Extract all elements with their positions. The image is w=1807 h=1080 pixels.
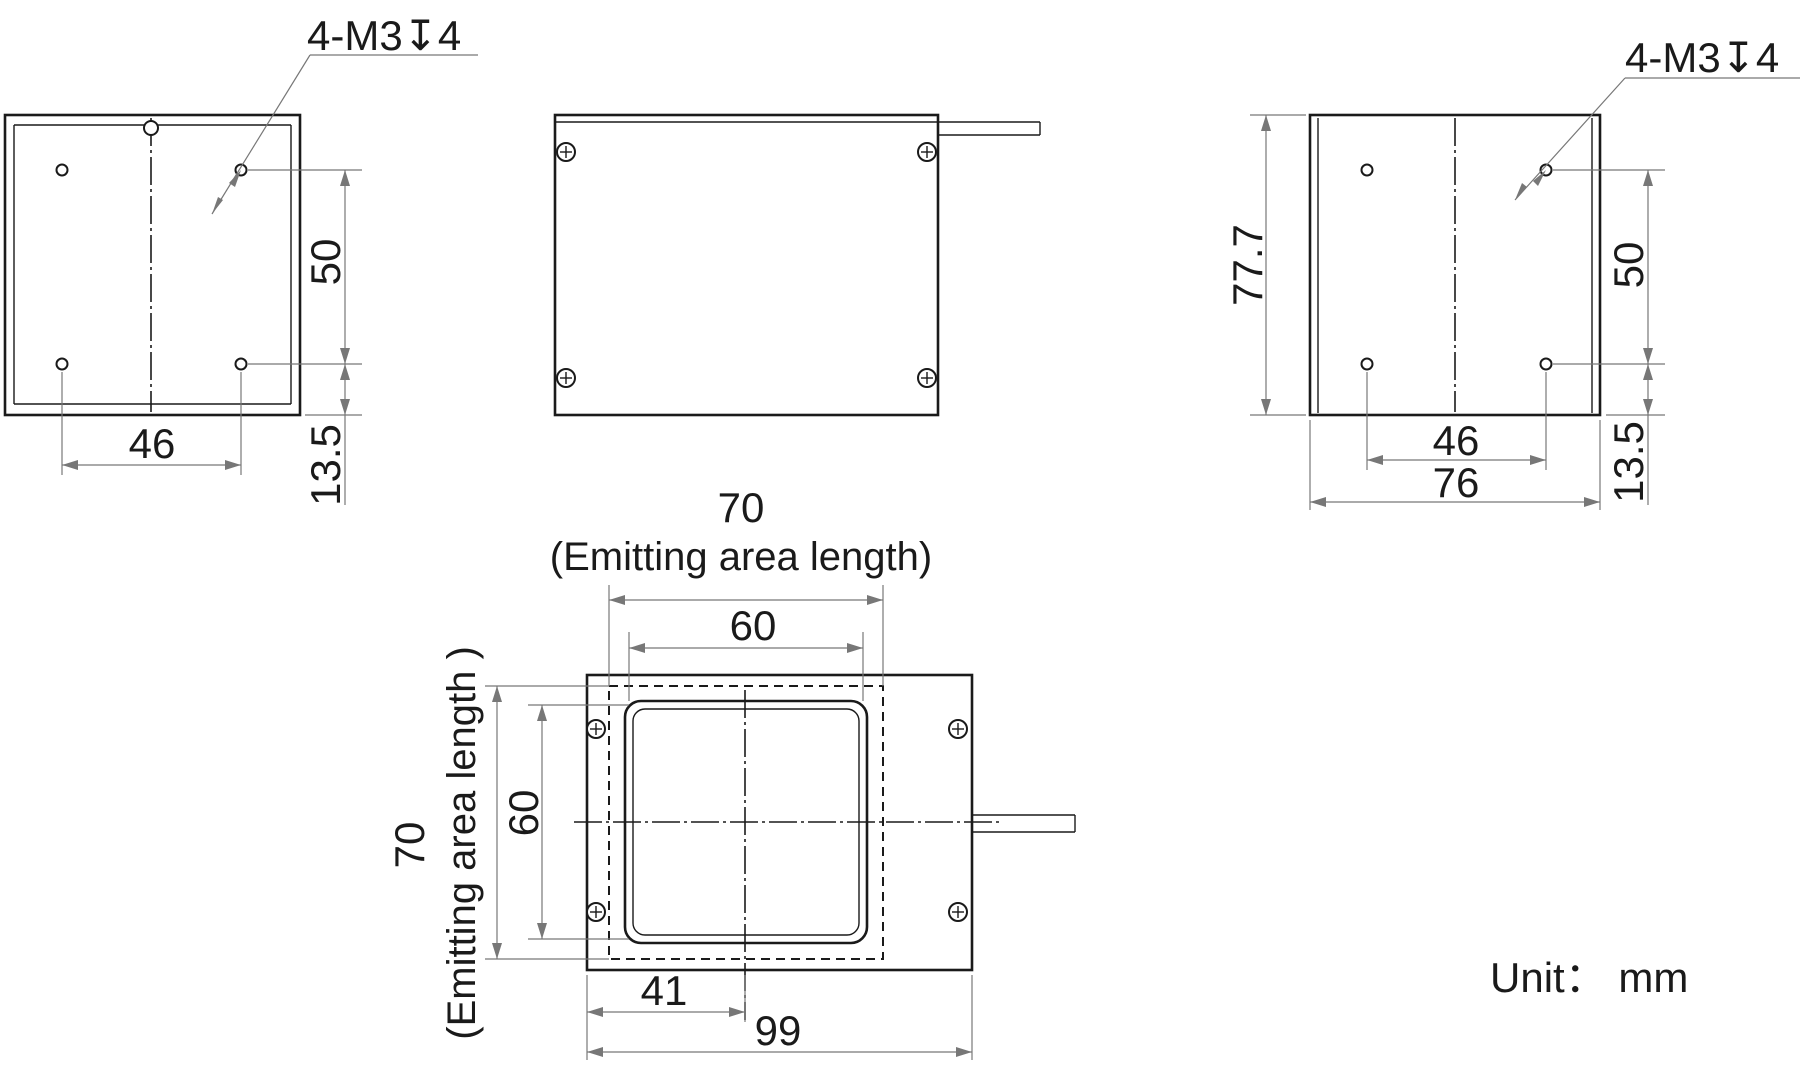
right-dim-46: 46 bbox=[1433, 417, 1480, 464]
left-thread-callout: 4-M3↧4 bbox=[307, 12, 461, 59]
unit-note: Unit： mm bbox=[1490, 954, 1688, 1001]
right-dim-77-7: 77.7 bbox=[1224, 224, 1271, 306]
left-thread-callout-leader bbox=[211, 54, 478, 215]
front-dim-70-top-caption: (Emitting area length) bbox=[550, 535, 932, 579]
front-view-screws bbox=[586, 719, 968, 922]
right-thread-callout: 4-M3↧4 bbox=[1625, 34, 1779, 81]
front-dim-top-70 bbox=[608, 585, 884, 686]
right-mount-hole bbox=[1360, 163, 1374, 177]
screw-icon bbox=[586, 719, 606, 739]
left-dim-50: 50 bbox=[302, 239, 349, 286]
screw-icon bbox=[917, 142, 937, 162]
screw-icon bbox=[948, 902, 968, 922]
front-view: 70 (Emitting area length) 60 70 (Emittin… bbox=[386, 484, 1076, 1060]
left-dim-vertical bbox=[248, 169, 362, 505]
left-dim-horizontal bbox=[61, 372, 242, 475]
right-view: 4-M3↧4 77.7 50 13.5 bbox=[1224, 34, 1800, 510]
right-view-body bbox=[1308, 113, 1602, 417]
right-dim-height bbox=[1250, 114, 1306, 416]
left-view-body bbox=[3, 113, 302, 417]
left-view: 4-M3↧4 50 13.5 46 bbox=[3, 12, 478, 506]
right-dim-50: 50 bbox=[1605, 242, 1652, 289]
right-mount-hole bbox=[1539, 357, 1553, 371]
front-dim-70-left: 70 bbox=[386, 822, 433, 869]
left-view-holes bbox=[55, 163, 248, 371]
front-dim-60-left: 60 bbox=[500, 790, 547, 837]
right-dim-vertical bbox=[1553, 169, 1665, 505]
right-dim-13-5: 13.5 bbox=[1605, 421, 1652, 503]
left-mount-hole bbox=[55, 357, 69, 371]
right-thread-callout-leader bbox=[1514, 77, 1800, 201]
front-dim-70-top: 70 bbox=[718, 484, 765, 531]
screw-icon bbox=[556, 142, 576, 162]
screw-icon bbox=[556, 368, 576, 388]
left-mount-hole bbox=[55, 163, 69, 177]
top-view-screws bbox=[556, 142, 937, 388]
right-mount-hole bbox=[1360, 357, 1374, 371]
front-dim-top-60 bbox=[628, 632, 864, 701]
front-dim-60-top: 60 bbox=[730, 602, 777, 649]
front-dim-99: 99 bbox=[755, 1007, 802, 1054]
right-dim-76: 76 bbox=[1433, 459, 1480, 506]
left-dim-46: 46 bbox=[129, 420, 176, 467]
screw-icon bbox=[586, 902, 606, 922]
top-view bbox=[553, 113, 1041, 417]
front-dim-bottom bbox=[586, 975, 973, 1060]
screw-icon bbox=[948, 719, 968, 739]
cable bbox=[972, 814, 1076, 833]
top-view-body bbox=[553, 113, 940, 417]
right-dim-horizontal bbox=[1309, 372, 1601, 510]
front-dim-left-70 bbox=[485, 685, 609, 960]
screw-icon bbox=[917, 368, 937, 388]
front-dim-41: 41 bbox=[641, 967, 688, 1014]
left-dim-13-5: 13.5 bbox=[302, 424, 349, 506]
front-dim-left-60 bbox=[528, 704, 629, 940]
front-dim-70-left-caption: (Emitting area length ) bbox=[440, 646, 484, 1040]
left-mount-hole bbox=[234, 357, 248, 371]
right-view-holes bbox=[1360, 163, 1553, 371]
emitting-area-outline bbox=[608, 685, 884, 960]
